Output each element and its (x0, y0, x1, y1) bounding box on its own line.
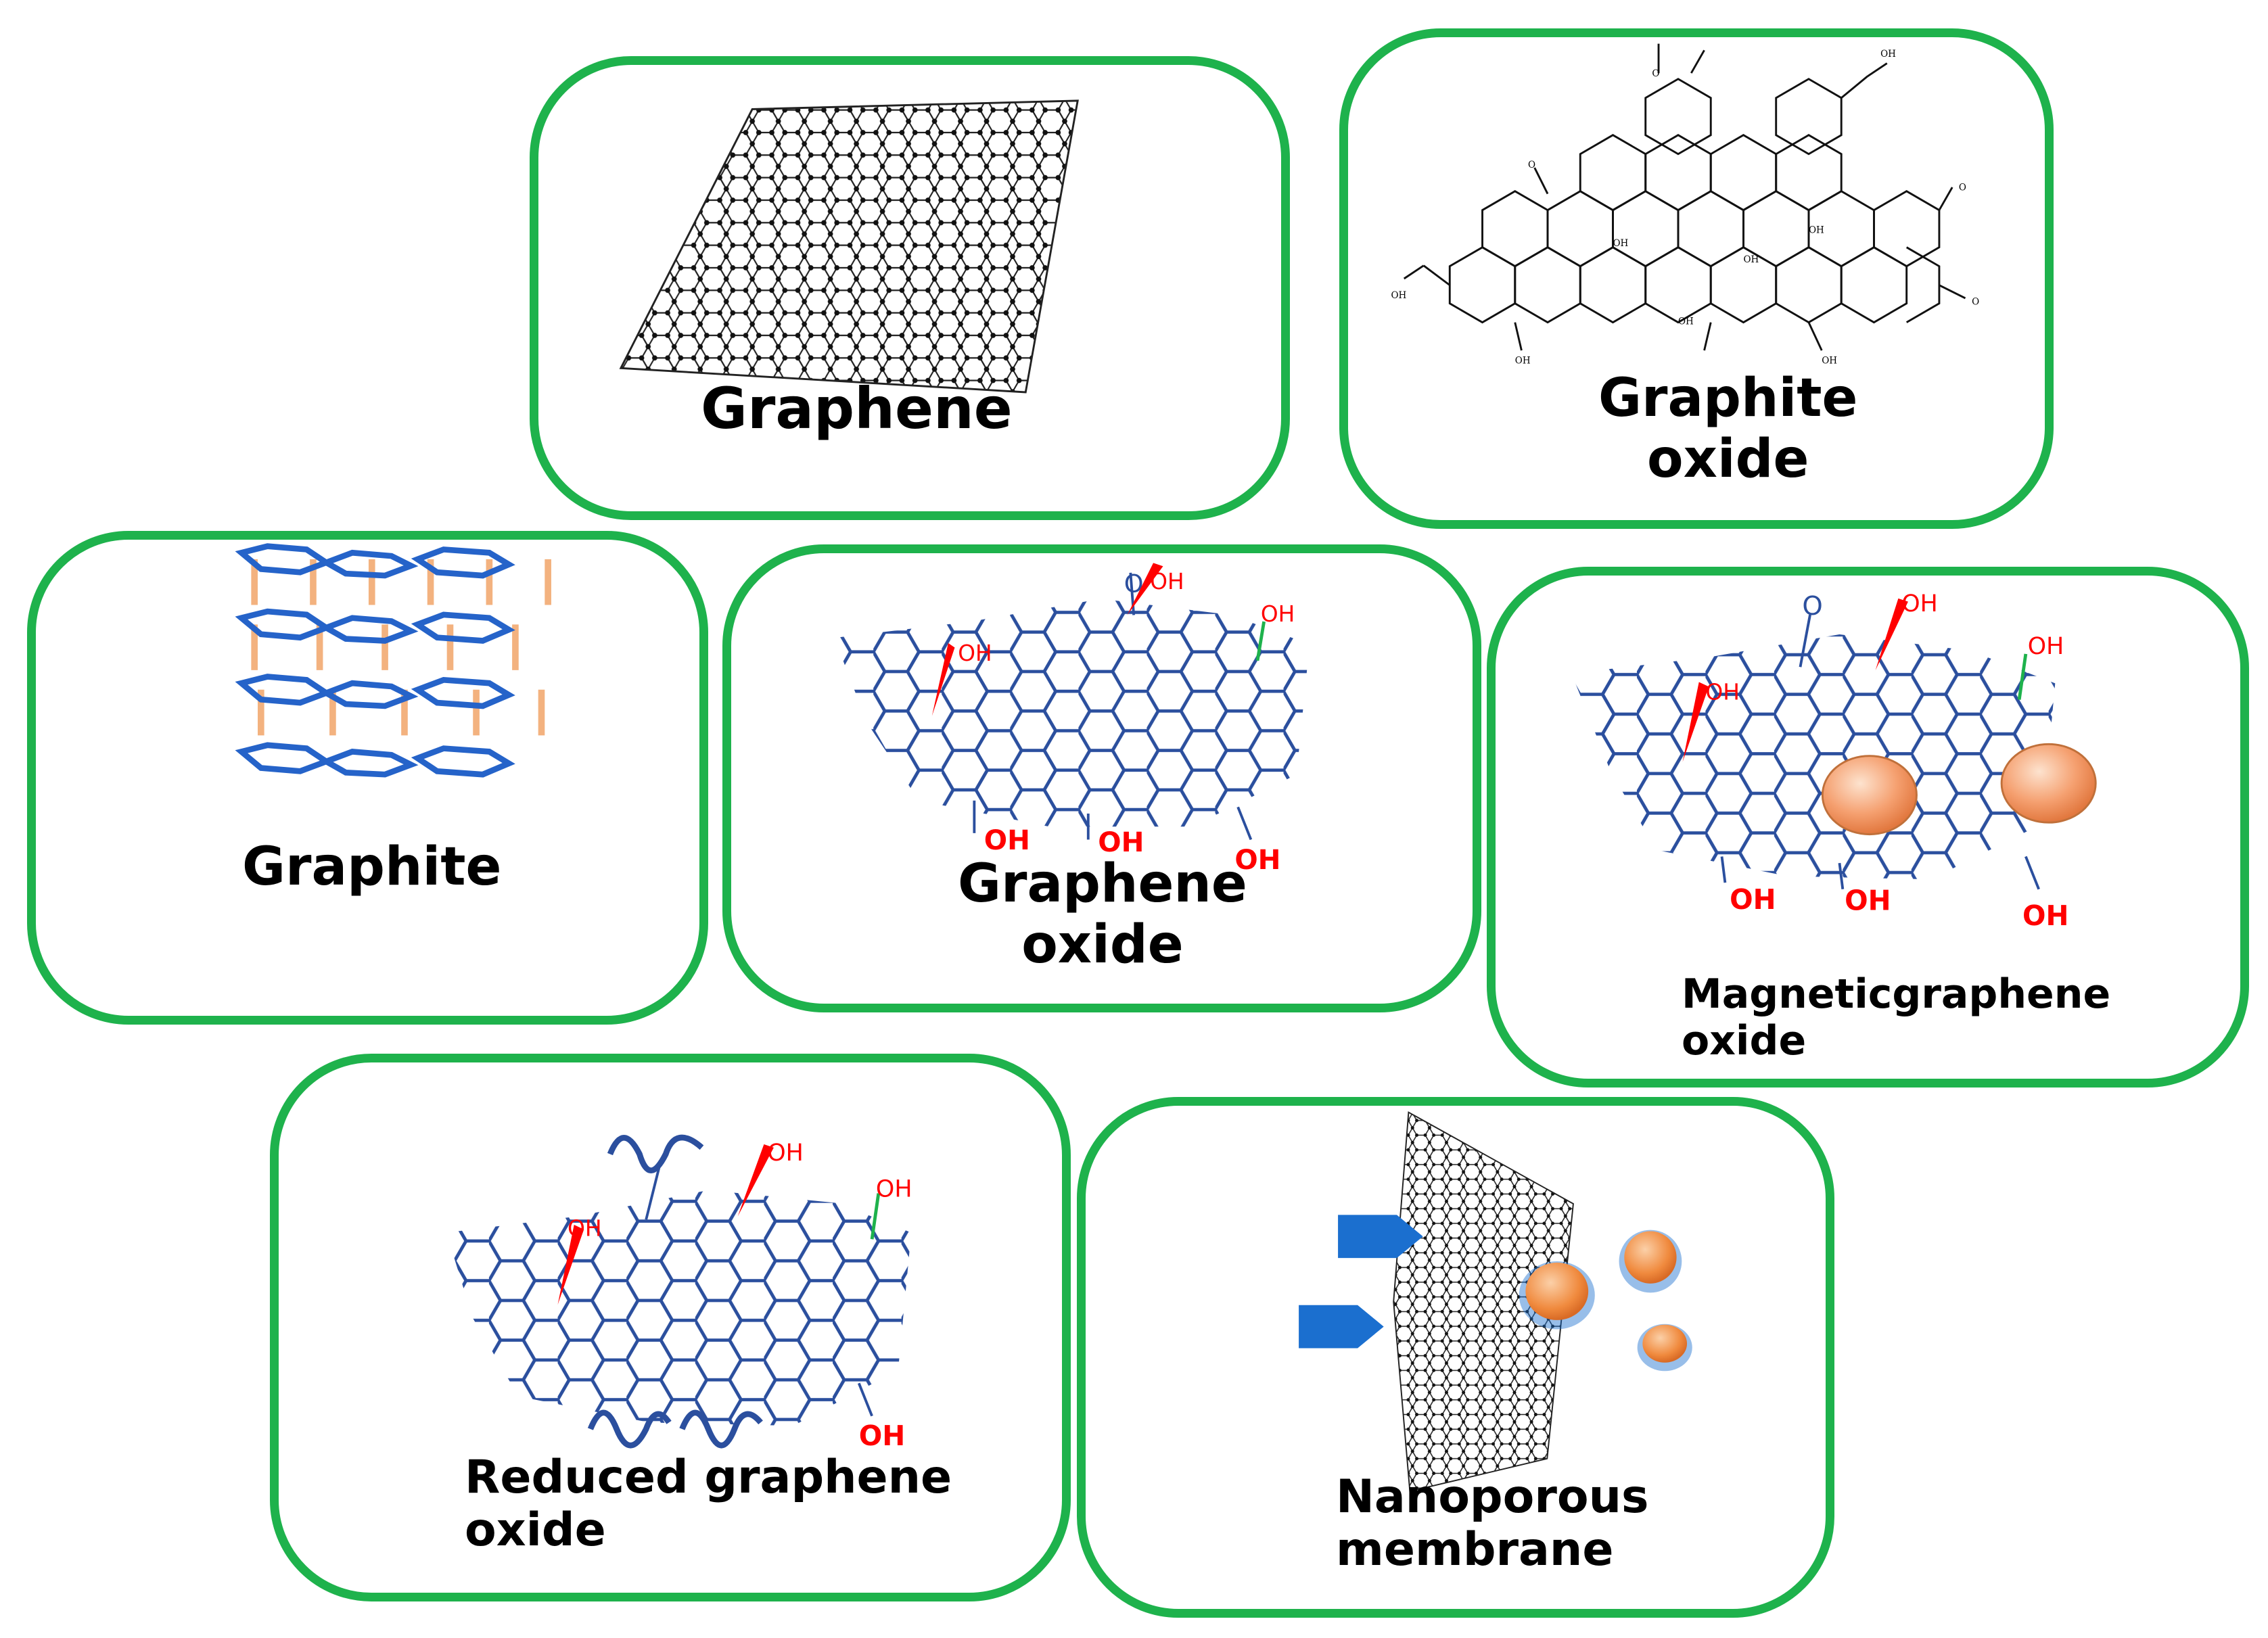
svg-text:OH: OH (1880, 49, 1896, 60)
svg-text:OH: OH (1809, 225, 1824, 235)
panel-label: Nanoporous membrane (1336, 1470, 1649, 1577)
particle-icon (1525, 1262, 1589, 1320)
graphite-layers-icon (235, 543, 551, 778)
panel-label: Reduced graphene oxide (465, 1451, 952, 1558)
svg-text:OH: OH (876, 1175, 912, 1202)
svg-text:OH: OH (2022, 899, 2068, 932)
panel-graphite-oxide: O O O O OH OH OH OH OH OH OH OH Graphite… (1339, 28, 2054, 529)
svg-text:OH: OH (1261, 601, 1295, 627)
nanoporous-membrane-icon (1299, 1111, 1692, 1493)
graphene-oxide-lattice-icon: O OH OH OH OH OH OH (834, 563, 1310, 876)
particle-icon (1624, 1231, 1677, 1284)
svg-text:O: O (1972, 297, 1979, 308)
panel-nanoporous-membrane: Nanoporous membrane (1077, 1097, 1834, 1618)
panel-graphene-oxide: O OH OH OH OH OH OH Graphene oxide (722, 544, 1481, 1012)
svg-text:O: O (1959, 183, 1966, 193)
svg-text:O: O (1652, 68, 1659, 79)
svg-text:OH: OH (859, 1420, 906, 1452)
svg-text:OH: OH (1730, 883, 1776, 916)
svg-text:OH: OH (767, 1140, 804, 1167)
panel-label: Magneticgraphene oxide (1682, 970, 2111, 1064)
svg-text:OH: OH (1901, 590, 1938, 617)
svg-text:O: O (1802, 591, 1822, 622)
svg-text:OH: OH (1150, 569, 1184, 594)
svg-text:OH: OH (1391, 290, 1406, 301)
graphite-oxide-structure-icon: O O O O OH OH OH OH OH OH OH OH (1391, 43, 1979, 366)
svg-text:OH: OH (1613, 238, 1628, 249)
svg-text:OH: OH (1822, 355, 1837, 366)
svg-text:OH: OH (1678, 317, 1694, 327)
svg-text:OH: OH (568, 1215, 602, 1241)
particle-icon (1642, 1324, 1688, 1363)
panel-label: Graphite oxide (1598, 368, 1858, 490)
panel-graphene: Graphene (530, 56, 1290, 520)
panel-graphite: Graphite (27, 531, 708, 1025)
svg-text:OH: OH (958, 640, 992, 666)
panel-label: Graphene (701, 375, 1013, 442)
svg-text:OH: OH (1234, 843, 1280, 876)
svg-text:OH: OH (984, 824, 1030, 856)
svg-text:OH: OH (1098, 826, 1144, 858)
magnetic-graphene-oxide-icon: O OH OH OH OH OH OH (1571, 590, 2097, 932)
svg-text:O: O (1528, 160, 1535, 170)
svg-text:OH: OH (1845, 885, 1891, 917)
svg-text:OH: OH (1515, 355, 1531, 366)
graphene-sheet-icon (619, 99, 1079, 394)
flow-arrow-icon (1338, 1215, 1423, 1259)
magnetic-particle-icon (1821, 755, 1918, 836)
svg-text:OH: OH (1743, 254, 1759, 265)
panel-magnetic-graphene-oxide: O OH OH OH OH OH OH Magneticgraphene oxi… (1487, 567, 2249, 1087)
panel-reduced-graphene-oxide: OH OH OH OH Reduced graphene oxide (270, 1054, 1071, 1601)
magnetic-particle-icon (2000, 743, 2097, 824)
reduced-graphene-oxide-icon: OH OH OH OH (446, 1134, 912, 1452)
svg-text:OH: OH (1705, 680, 1740, 705)
panel-label: Graphite (242, 837, 502, 897)
panel-label: Graphene oxide (958, 853, 1247, 975)
flow-arrow-icon (1299, 1305, 1384, 1349)
svg-text:OH: OH (2028, 633, 2064, 660)
